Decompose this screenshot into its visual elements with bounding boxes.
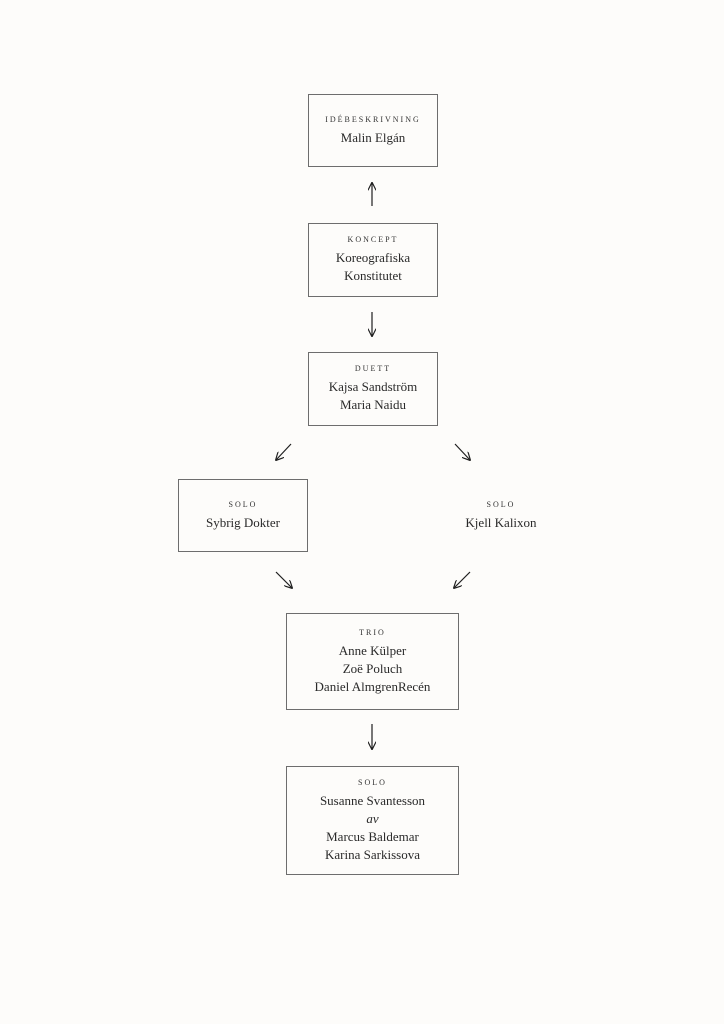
node-person: Kajsa Sandström bbox=[328, 379, 418, 394]
node-person: Malin Elgán bbox=[340, 129, 406, 145]
node-role: Duett bbox=[354, 364, 392, 373]
node-person: Koreografiska bbox=[335, 250, 411, 265]
node-person: Marcus Baldemar bbox=[326, 828, 419, 844]
node-connector-word: av bbox=[366, 810, 379, 826]
node-person: Kjell Kalixon bbox=[465, 514, 537, 530]
node-person: Daniel AlmgrenRecén bbox=[314, 678, 431, 694]
node-idebeskrivning: Idébeskrivning Malin Elgán bbox=[308, 94, 438, 167]
arrow-duett-to-solo-left bbox=[276, 443, 292, 460]
node-person: Anne Külper bbox=[338, 642, 407, 658]
node-person: Maria Naidu bbox=[339, 397, 407, 412]
node-role: Solo bbox=[358, 777, 387, 787]
node-solo-left: Solo Sybrig Dokter bbox=[178, 479, 308, 552]
node-role: Solo bbox=[228, 499, 258, 509]
arrow-duett-to-solo-right bbox=[454, 443, 470, 460]
node-role: Koncept bbox=[347, 235, 399, 244]
arrow-solo-right-to-trio bbox=[454, 571, 471, 588]
node-duett: Duett Kajsa Sandström Maria Naidu bbox=[308, 352, 438, 426]
node-solo-right: Solo Kjell Kalixon bbox=[436, 479, 566, 552]
arrow-solo-left-to-trio bbox=[275, 571, 292, 588]
node-person: Zoë Poluch bbox=[342, 660, 403, 676]
node-solo-final: Solo Susanne Svantesson av Marcus Baldem… bbox=[286, 766, 459, 875]
node-person: Sybrig Dokter bbox=[205, 514, 281, 530]
node-koncept: Koncept Koreografiska Konstitutet bbox=[308, 223, 438, 297]
node-role: Idébeskrivning bbox=[325, 114, 421, 124]
node-trio: Trio Anne Külper Zoë Poluch Daniel Almgr… bbox=[286, 613, 459, 710]
node-person: Susanne Svantesson bbox=[319, 792, 426, 808]
node-role: Trio bbox=[359, 627, 386, 637]
node-person: Konstitutet bbox=[344, 268, 402, 283]
node-person: Karina Sarkissova bbox=[325, 846, 420, 862]
node-role: Solo bbox=[486, 499, 516, 509]
